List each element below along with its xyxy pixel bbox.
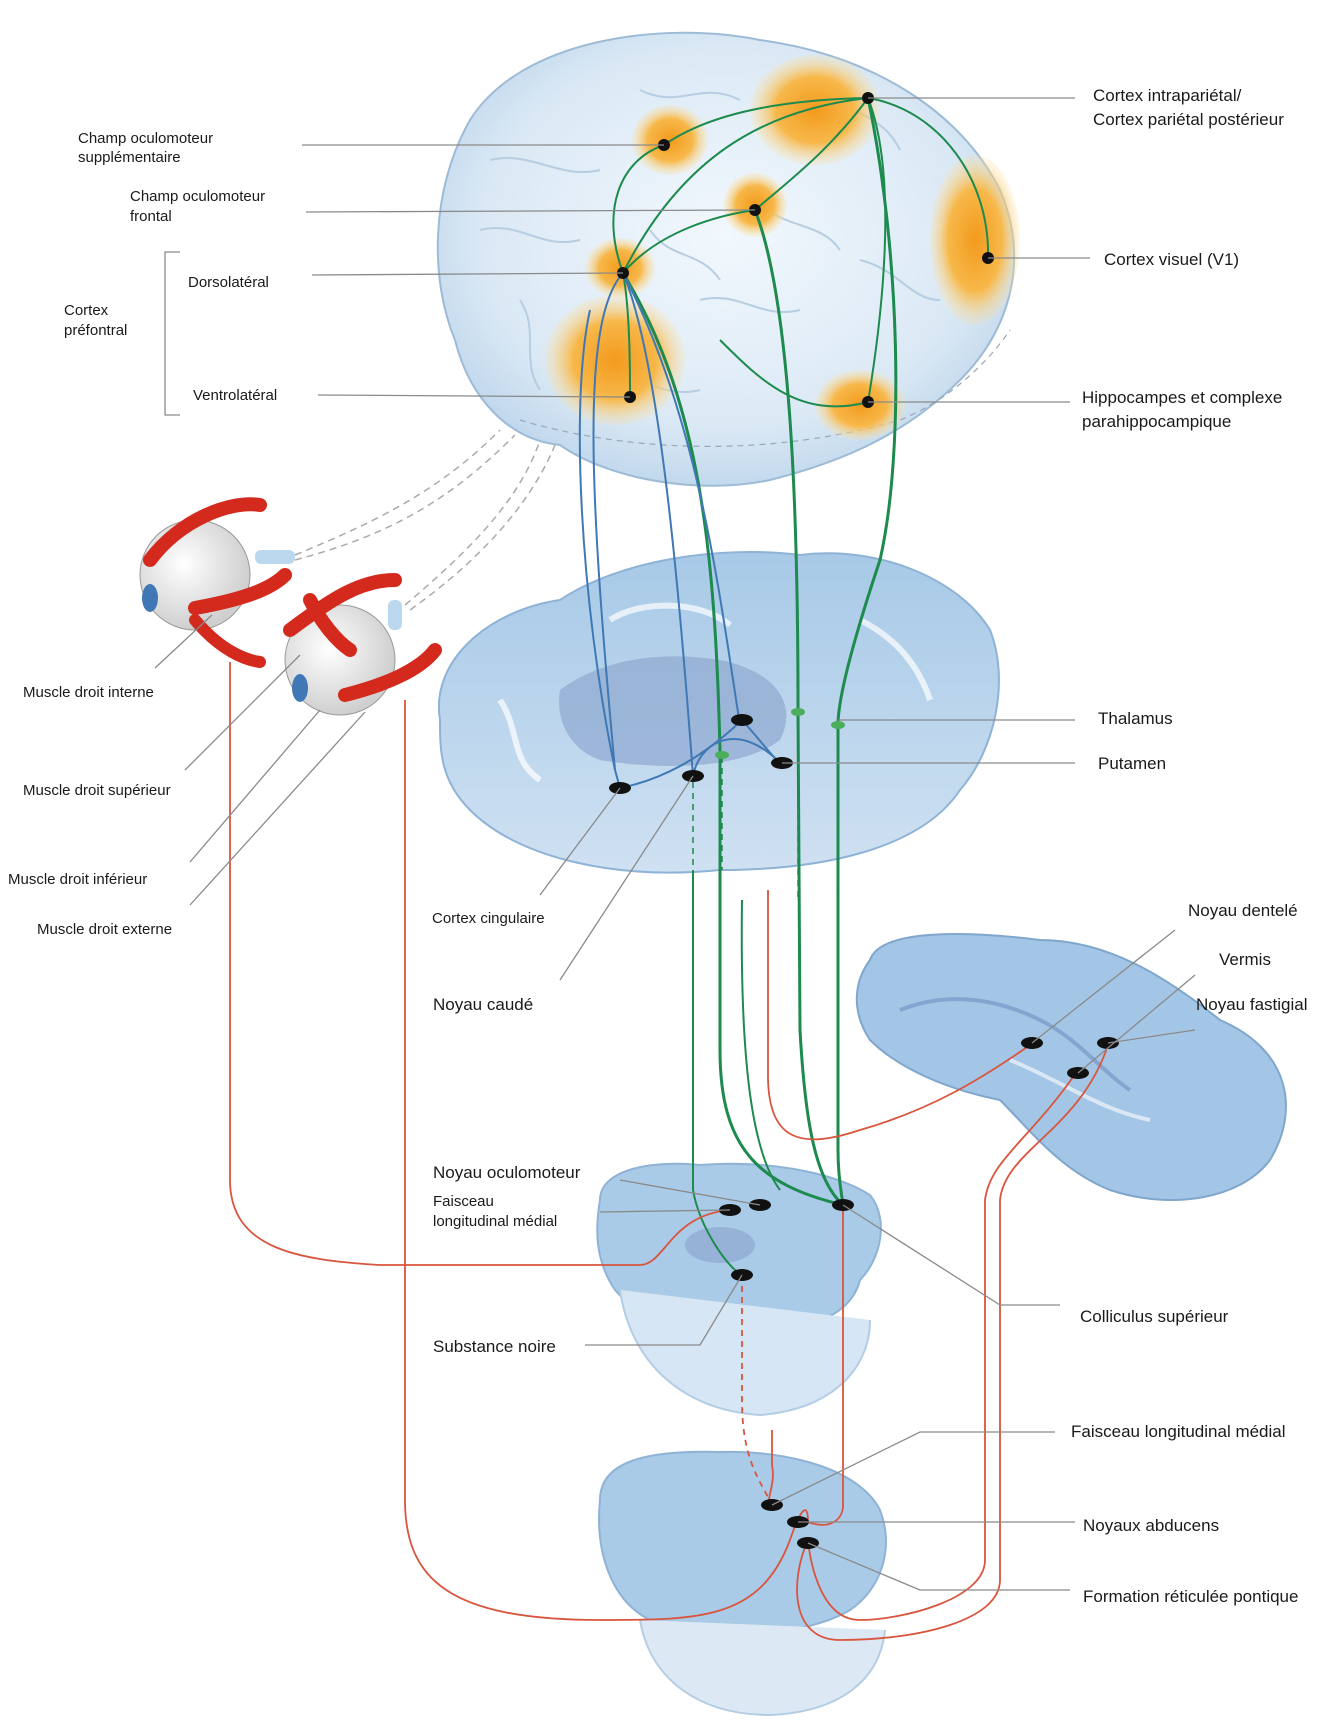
cerebellum	[857, 934, 1286, 1200]
brain-hemisphere	[438, 33, 1020, 486]
left-eye	[140, 504, 295, 662]
label-formation-reticulee: Formation réticulée pontique	[1083, 1587, 1298, 1606]
label-noyau-fastigial: Noyau fastigial	[1196, 995, 1308, 1014]
label-noyau-oculomoteur: Noyau oculomoteur	[433, 1163, 581, 1182]
label-ventrolateral: Ventrolatéral	[193, 387, 277, 404]
label-noyau-dentele: Noyau dentelé	[1188, 901, 1298, 920]
label-putamen: Putamen	[1098, 754, 1166, 773]
label-hippocampes-2: parahippocampique	[1082, 412, 1231, 431]
label-vermis: Vermis	[1219, 950, 1271, 969]
label-colliculus: Colliculus supérieur	[1080, 1307, 1229, 1326]
label-faisceau-mid-1: Faisceau	[433, 1193, 494, 1210]
label-champ-supp-1: Champ oculomoteur	[78, 130, 213, 147]
label-cortex-prefrontal-1: Cortex	[64, 302, 109, 319]
label-cortex-visuel: Cortex visuel (V1)	[1104, 250, 1239, 269]
activation-intraparietal	[750, 55, 880, 165]
label-muscle-superieur: Muscle droit supérieur	[23, 782, 171, 799]
label-cortex-prefrontal-2: préfontral	[64, 322, 127, 339]
label-faisceau-right: Faisceau longitudinal médial	[1071, 1422, 1286, 1441]
label-cortex-intraparietal-1: Cortex intrapariétal/	[1093, 86, 1242, 105]
label-muscle-interne: Muscle droit interne	[23, 684, 154, 701]
optic-pathways	[295, 430, 555, 610]
label-substance-noire: Substance noire	[433, 1337, 556, 1356]
label-thalamus: Thalamus	[1098, 709, 1173, 728]
label-muscle-externe: Muscle droit externe	[37, 921, 172, 938]
label-champ-supp-2: supplémentaire	[78, 149, 181, 166]
activation-visual-cortex	[930, 155, 1020, 325]
label-cortex-cingulaire: Cortex cingulaire	[432, 910, 545, 927]
right-eye	[285, 580, 435, 715]
label-noyaux-abducens: Noyaux abducens	[1083, 1516, 1219, 1535]
label-champ-frontal-1: Champ oculomoteur	[130, 188, 265, 205]
label-noyau-caude: Noyau caudé	[433, 995, 533, 1014]
label-champ-frontal-2: frontal	[130, 208, 172, 225]
label-faisceau-mid-2: longitudinal médial	[433, 1213, 557, 1230]
label-muscle-inferieur: Muscle droit inférieur	[8, 871, 147, 888]
label-cortex-intraparietal-2: Cortex pariétal postérieur	[1093, 110, 1284, 129]
activation-hippocampus	[815, 370, 905, 440]
label-dorsolateral: Dorsolatéral	[188, 274, 269, 291]
label-hippocampes-1: Hippocampes et complexe	[1082, 388, 1282, 407]
